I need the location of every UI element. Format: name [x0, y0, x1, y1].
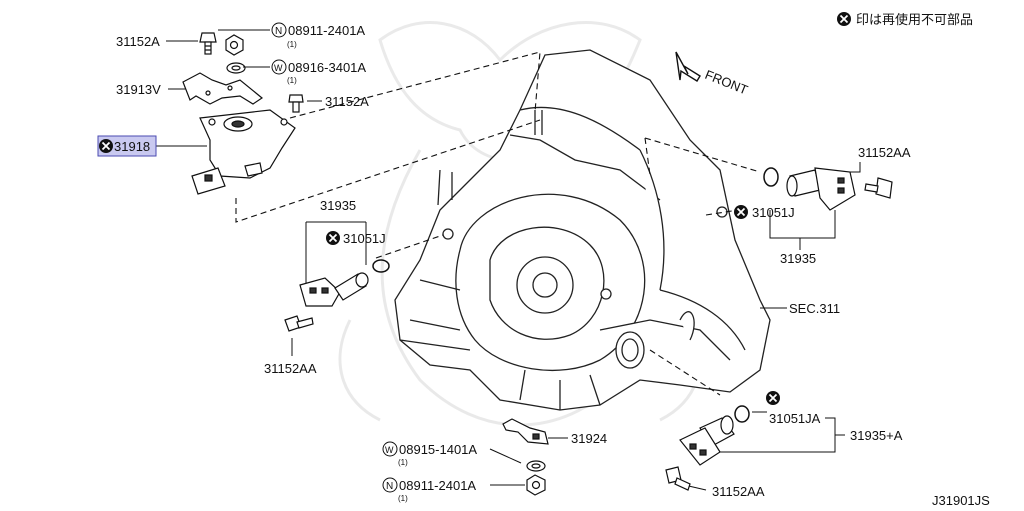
washer-08916 [226, 62, 246, 74]
oring-31051j-left [372, 259, 390, 273]
label-31152a-mid[interactable]: 31152A [325, 94, 369, 109]
diagram-code: J31901JS [932, 493, 990, 508]
svg-text:W: W [385, 445, 394, 455]
leader-dashed-lines [235, 51, 761, 396]
svg-text:W: W [274, 63, 283, 73]
label-31152aa-bottom[interactable]: 31152AA [712, 484, 765, 499]
label-31152a-top[interactable]: 31152A [116, 34, 160, 49]
qty-08915: (1) [398, 458, 408, 467]
label-31051j-right[interactable]: 31051J [752, 205, 795, 220]
label-31152aa-left[interactable]: 31152AA [264, 361, 317, 376]
prefix-n-top: N [271, 22, 287, 38]
bolt-31152a-mid [288, 94, 304, 113]
bolt-31152aa-bottom [665, 466, 691, 491]
label-31935a[interactable]: 31935+A [850, 428, 903, 443]
circle-x-icon [326, 231, 340, 245]
transmission-case [394, 49, 771, 411]
notice: 印は再使用不可部品 [837, 12, 973, 27]
label-sec-311[interactable]: SEC.311 [789, 301, 840, 316]
label-31935-right[interactable]: 31935 [780, 251, 816, 266]
label-31051ja[interactable]: 31051JA [769, 411, 821, 426]
circle-x-icon [734, 205, 748, 219]
label-31924[interactable]: 31924 [571, 431, 607, 446]
notice-text: 印は再使用不可部品 [856, 12, 973, 27]
circle-x-icon [99, 139, 113, 153]
nut-08911-top [225, 34, 244, 56]
front-arrow: FRONT [675, 51, 750, 98]
svg-text:N: N [275, 26, 282, 37]
label-31913v[interactable]: 31913V [116, 82, 161, 97]
non-reusable-marks [326, 205, 780, 405]
qty-08911-bottom: (1) [398, 494, 408, 503]
prefix-n-bottom: N [382, 477, 398, 493]
label-31918: 31918 [114, 139, 150, 154]
oring-31051j-right [763, 167, 779, 187]
washer-08915 [526, 460, 546, 472]
label-31935-left[interactable]: 31935 [320, 198, 356, 213]
qty-08911-top: (1) [287, 40, 297, 49]
label-08911-top[interactable]: 08911-2401A [288, 23, 365, 38]
oring-31051ja [734, 405, 750, 423]
svg-text:N: N [386, 481, 393, 492]
qty-08916: (1) [287, 76, 297, 85]
switch-31918 [191, 109, 296, 195]
bracket-31924 [502, 418, 549, 445]
label-08915[interactable]: 08915-1401A [399, 442, 477, 457]
bolt-31152a-top [199, 32, 217, 55]
prefix-w-top: W [271, 59, 287, 75]
speed-sensor-31935-left [299, 272, 369, 307]
prefix-w-bottom: W [382, 441, 398, 457]
speed-sensor-31935-right [786, 167, 856, 211]
bolt-31152aa-left [284, 315, 314, 332]
label-08916[interactable]: 08916-3401A [288, 60, 366, 75]
label-31051j-left[interactable]: 31051J [343, 231, 386, 246]
front-label: FRONT [703, 67, 750, 98]
callout-31918-highlight[interactable]: 31918 [97, 135, 157, 157]
speed-sensor-31935a [679, 415, 735, 466]
label-08911-bottom[interactable]: 08911-2401A [399, 478, 476, 493]
label-31152aa-right[interactable]: 31152AA [858, 145, 911, 160]
nut-08911-bottom [526, 474, 546, 496]
circle-x-icon [766, 391, 780, 405]
leader-lines [155, 29, 861, 491]
bracket-31913v [182, 72, 264, 105]
bolt-31152aa-right [864, 177, 893, 199]
callout-labels: 31152A 08911-2401A (1) 08916-3401A (1) 3… [116, 23, 990, 508]
